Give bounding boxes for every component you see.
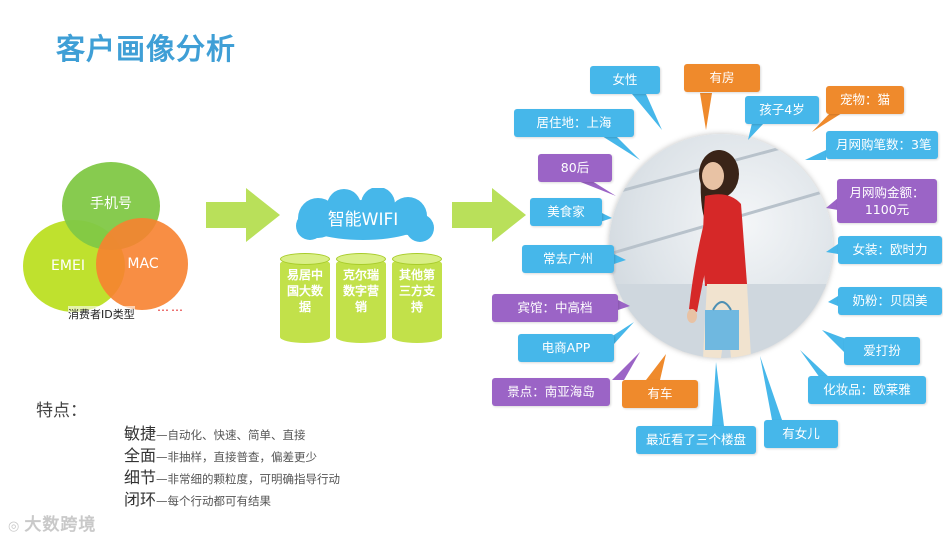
- feature-item: 全面—非抽样，直接普查，偏差更少: [124, 442, 317, 466]
- feature-desc: —非常细的颗粒度，可明确指导行动: [156, 472, 341, 486]
- id-type-caption: 消费者ID类型: [68, 306, 135, 322]
- data-source-cylinder: 其他第三方支持: [392, 253, 442, 343]
- tag-label: 80后: [538, 154, 612, 182]
- watermark-logo-icon: ◎: [8, 519, 21, 534]
- tag-label: 有车: [622, 380, 698, 408]
- tag-label: 宾馆：中高档: [492, 294, 618, 322]
- id-type-mac-label: MAC: [127, 256, 159, 272]
- feature-term: 全面: [124, 446, 157, 465]
- feature-term: 闭环: [124, 490, 157, 509]
- feature-item: 闭环—每个行动都可有结果: [124, 486, 271, 510]
- data-source-label: 其他第三方支持: [398, 268, 435, 314]
- id-type-emei-label: EMEI: [51, 258, 85, 274]
- tag-label: 居住地：上海: [514, 109, 634, 137]
- tag-label: 奶粉：贝因美: [838, 287, 942, 315]
- flow-arrow-1-icon: [206, 188, 280, 242]
- page-title: 客户画像分析: [56, 32, 237, 66]
- data-source-cylinder: 克尔瑞数字营销: [336, 253, 386, 343]
- tag-label: 女装：欧时力: [838, 236, 942, 264]
- tag-label: 常去广州: [522, 245, 614, 273]
- tag-label: 月网购笔数：3笔: [826, 131, 938, 159]
- tag-label: 月网购金额：1100元: [837, 179, 937, 223]
- tag-label: 美食家: [530, 198, 602, 226]
- id-type-mac-circle: MAC: [96, 218, 188, 310]
- feature-desc: —自动化、快速、简单、直接: [156, 428, 306, 442]
- wifi-cloud-label: 智能WIFI: [327, 209, 399, 230]
- feature-desc: —非抽样，直接普查，偏差更少: [156, 450, 318, 464]
- data-source-label: 易居中国大数据: [286, 268, 323, 314]
- tag-label: 电商APP: [518, 334, 614, 362]
- features-heading: 特点：: [36, 401, 87, 421]
- data-source-label: 克尔瑞数字营销: [342, 268, 379, 314]
- watermark-text: 大数跨境: [24, 515, 97, 535]
- id-type-phone-label: 手机号: [90, 196, 132, 212]
- feature-item: 敏捷—自动化、快速、简单、直接: [124, 420, 306, 444]
- feature-term: 敏捷: [124, 424, 157, 443]
- watermark: ◎大数跨境: [8, 510, 96, 535]
- tag-label: 有女儿: [764, 420, 838, 448]
- tag-label: 孩子4岁: [745, 96, 819, 124]
- woman-figure-icon: [609, 134, 833, 358]
- tag-label: 有房: [684, 64, 760, 92]
- tag-label: 爱打扮: [844, 337, 920, 365]
- tag-label: 女性: [590, 66, 660, 94]
- tag-label: 宠物：猫: [826, 86, 904, 114]
- feature-item: 细节—非常细的颗粒度，可明确指导行动: [124, 464, 340, 488]
- ellipsis-dots: ……: [157, 300, 185, 314]
- data-source-cylinder: 易居中国大数据: [280, 253, 330, 343]
- feature-desc: —每个行动都可有结果: [156, 494, 272, 508]
- flow-arrow-2-icon: [452, 188, 526, 242]
- customer-photo-circle: [609, 134, 833, 358]
- tag-label: 化妆品：欧莱雅: [808, 376, 926, 404]
- wifi-cloud-shape: [296, 188, 434, 242]
- tag-label: 景点：南亚海岛: [492, 378, 610, 406]
- feature-term: 细节: [124, 468, 157, 487]
- tag-label: 最近看了三个楼盘: [636, 426, 756, 454]
